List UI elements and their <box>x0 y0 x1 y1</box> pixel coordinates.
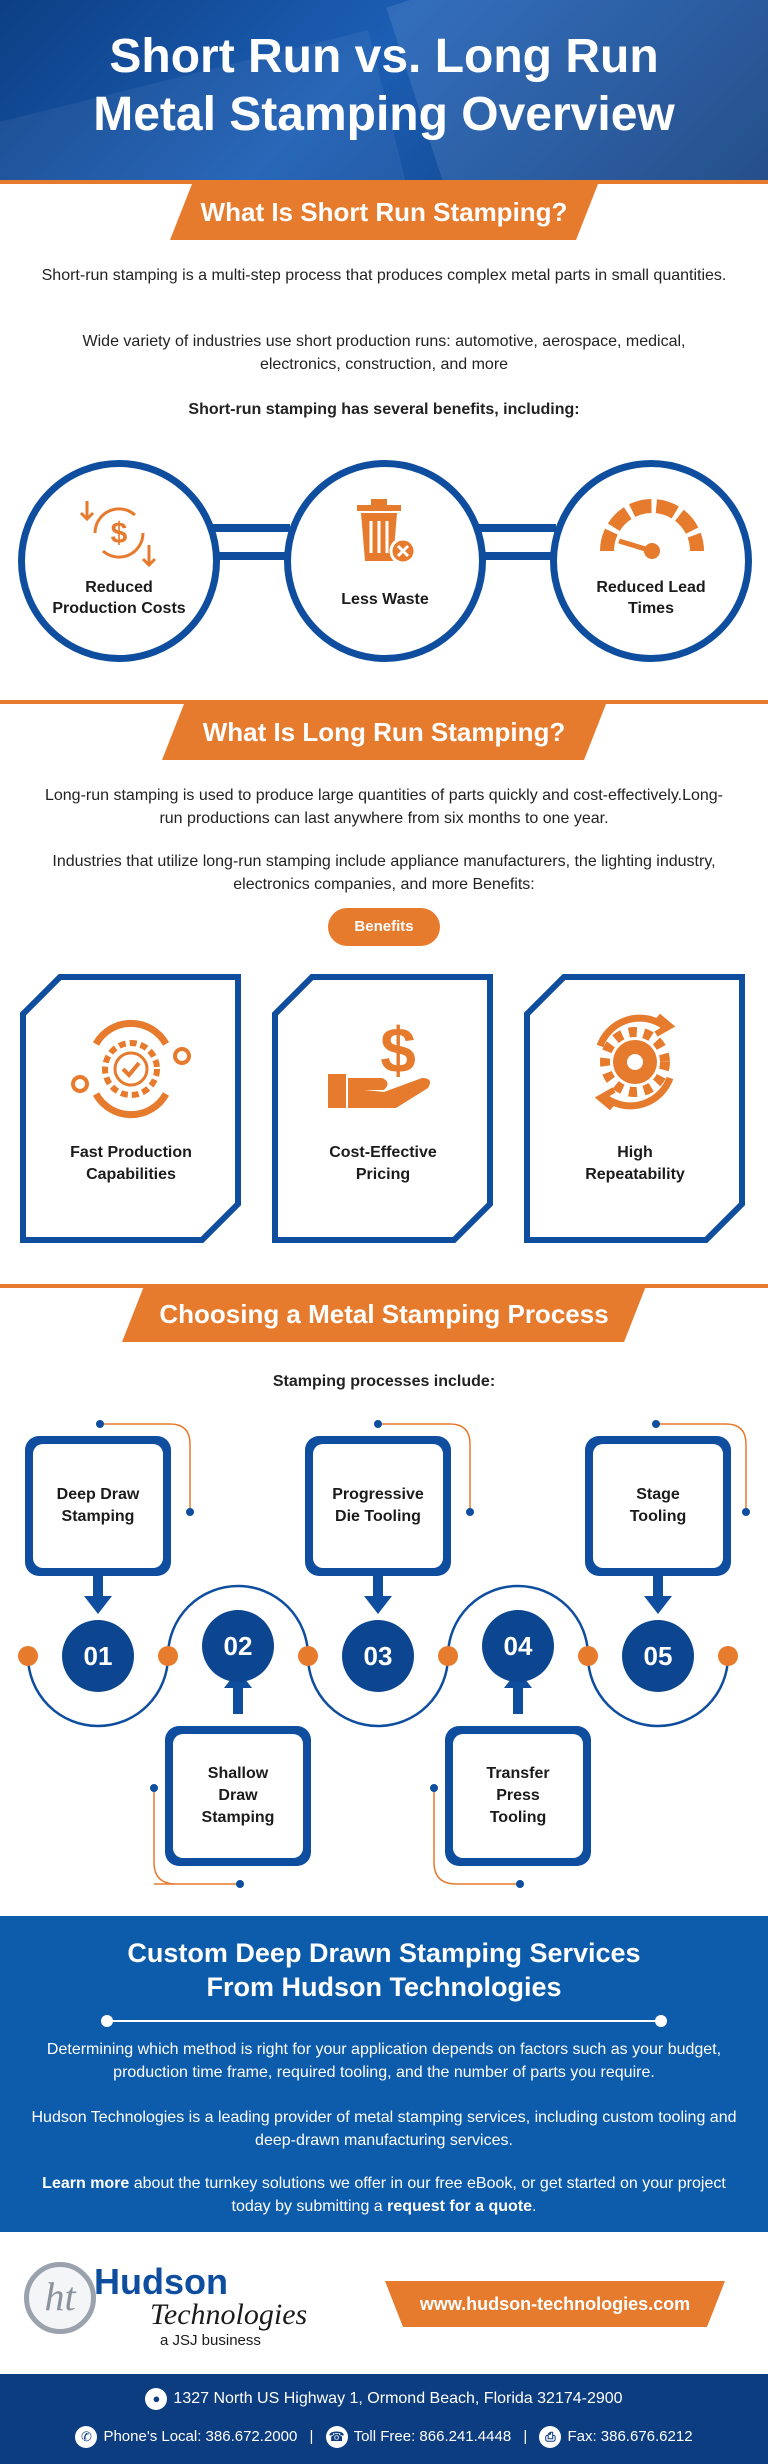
short-run-para-2: Wide variety of industries use short pro… <box>82 333 686 373</box>
choosing-intro: Stamping processes include: <box>272 1373 496 1390</box>
toll-free-icon: ☎ <box>325 2426 348 2449</box>
benefit-label: High Repeatability <box>585 1144 685 1183</box>
cta-para-2: Hudson Technologies is a leading provide… <box>31 2109 737 2149</box>
logo-tagline: a JSJ business <box>160 2332 261 2349</box>
connector-line <box>210 552 290 560</box>
request-quote-link[interactable]: request for a quote <box>387 2198 533 2215</box>
logo-word-technologies: Technologies <box>150 2298 308 2331</box>
logo-word-hudson: Hudson <box>94 2261 228 2302</box>
svg-text:$: $ <box>111 517 128 550</box>
connector-line <box>476 552 556 560</box>
long-run-heading: What Is Long Run Stamping? <box>162 704 606 760</box>
logo-mark: ht <box>24 2262 96 2334</box>
cta-divider <box>106 2020 662 2022</box>
benefit-circle-less-waste: Less Waste <box>284 460 486 662</box>
step-number-04: 04 <box>482 1610 554 1682</box>
cta-para-1: Determining which method is right for yo… <box>46 2041 722 2081</box>
hero-header: Short Run vs. Long Run Metal Stamping Ov… <box>0 0 768 180</box>
benefit-label: Cost-Effective Pricing <box>329 1144 437 1183</box>
short-run-para-1: Short-run stamping is a multi-step proce… <box>41 267 727 284</box>
benefit-card-fast-production: Fast Production Capabilities <box>20 974 242 1244</box>
phone-toll-free[interactable]: Toll Free: 866.241.4448 <box>353 2428 512 2445</box>
connector-line <box>476 524 556 532</box>
benefit-card-high-repeatability: High Repeatability <box>524 974 746 1244</box>
short-run-heading: What Is Short Run Stamping? <box>170 184 598 240</box>
speedometer-icon <box>600 499 704 559</box>
long-run-para-2: Industries that utilize long-run stampin… <box>52 853 716 893</box>
fax-icon: ⎙ <box>539 2426 562 2449</box>
benefit-card-cost-effective: $ Cost-Effective Pricing <box>272 974 494 1244</box>
dollar-cycle-icon: $ <box>79 501 157 568</box>
page-title: Short Run vs. Long Run Metal Stamping Ov… <box>0 28 768 144</box>
contact-band: ●1327 North US Highway 1, Ormond Beach, … <box>0 2374 768 2464</box>
orange-divider <box>0 180 768 184</box>
website-url-link[interactable]: www.hudson-technologies.com <box>385 2281 725 2327</box>
benefit-label: Less Waste <box>341 591 429 608</box>
process-flow-connectors <box>18 1420 750 1888</box>
benefits-pill: Benefits <box>328 908 440 946</box>
trash-bin-icon <box>357 499 417 565</box>
step-number-01: 01 <box>62 1620 134 1692</box>
benefit-label: Reduced Lead Times <box>596 579 706 617</box>
gear-cycle-icon <box>594 1013 676 1111</box>
phone-line: ✆Phone's Local: 386.672.2000 | ☎Toll Fre… <box>0 2426 768 2449</box>
phone-icon: ✆ <box>75 2426 98 2449</box>
learn-more-link[interactable]: Learn more <box>42 2175 130 2192</box>
hand-dollar-icon: $ <box>328 1014 430 1108</box>
benefit-label: Reduced Production Costs <box>52 579 186 617</box>
connector-line <box>210 524 290 532</box>
benefit-circle-lead-times: Reduced Lead Times <box>550 460 752 662</box>
title-line-2: Metal Stamping Overview <box>93 88 675 141</box>
orange-divider <box>0 700 768 704</box>
benefit-circle-reduced-costs: $ Reduced Production Costs <box>18 460 220 662</box>
short-run-benefits-intro: Short-run stamping has several benefits,… <box>188 401 580 418</box>
step-number-02: 02 <box>202 1610 274 1682</box>
step-number-05: 05 <box>622 1620 694 1692</box>
benefit-label: Fast Production Capabilities <box>70 1144 192 1183</box>
gear-check-icon <box>71 1019 191 1119</box>
location-pin-icon: ● <box>145 2388 168 2410</box>
cta-title: Custom Deep Drawn Stamping Services From… <box>127 1938 641 2002</box>
cta-para-3: Learn more about the turnkey solutions w… <box>42 2175 726 2215</box>
step-number-03: 03 <box>342 1620 414 1692</box>
long-run-para-1: Long-run stamping is used to produce lar… <box>44 787 723 827</box>
choosing-heading: Choosing a Metal Stamping Process <box>122 1286 646 1342</box>
svg-text:$: $ <box>380 1014 416 1086</box>
fax-number: Fax: 386.676.6212 <box>567 2428 693 2445</box>
address-line: ●1327 North US Highway 1, Ormond Beach, … <box>0 2388 768 2410</box>
phone-local[interactable]: Phone's Local: 386.672.2000 <box>103 2428 298 2445</box>
cta-section: Custom Deep Drawn Stamping Services From… <box>0 1916 768 2232</box>
title-line-1: Short Run vs. Long Run <box>109 30 659 83</box>
